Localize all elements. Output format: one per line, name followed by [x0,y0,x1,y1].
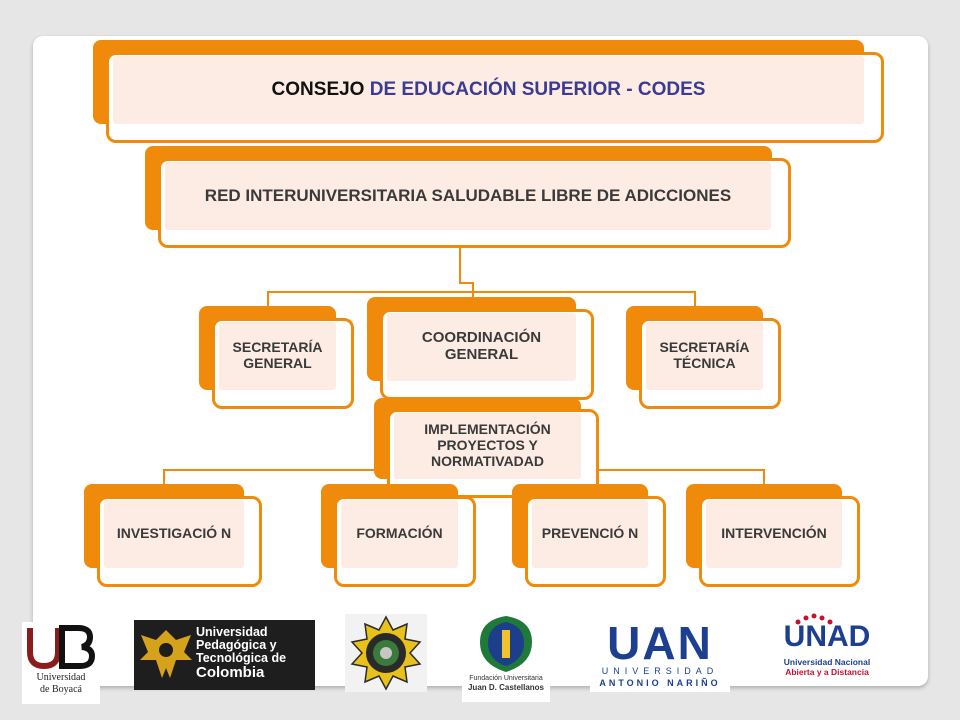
unad-mark: UNAD [783,620,871,653]
connector-sec-tecnica [694,291,696,309]
secretaria-general-label: SECRETARÍA GENERAL [232,339,323,371]
logo-uptc: Universidad Pedagógica y Tecnológica de … [134,620,315,690]
castellanos-shield-icon [480,616,532,672]
intervencion-box: INTERVENCIÓN [686,484,860,587]
coordinacion-general-box: COORDINACIÓN GENERAL [367,297,594,400]
investigacion-box: INVESTIGACIÓ N [84,484,262,587]
uan-line2: ANTONIO NARIÑO [599,678,721,688]
uan-mark: UAN [607,622,713,669]
logo-unad: UNAD Universidad Nacional Abierta y a Di… [778,612,876,684]
boyaca-line1: Universidad [36,672,86,683]
uptc-line4: Colombia [196,664,265,682]
uptc-line1: Universidad [196,625,268,639]
logo-seal [345,614,427,692]
coordinacion-general-label: COORDINACIÓN GENERAL [421,329,542,363]
intervencion-label: INTERVENCIÓN [721,525,827,542]
unad-line1: Universidad Nacional [783,657,871,667]
prevencion-box: PREVENCIÓ N [512,484,666,587]
secretaria-tecnica-box: SECRETARÍA TÉCNICA [626,306,781,409]
implementacion-label: IMPLEMENTACIÓN PROYECTOS Y NORMATIVADAD [424,421,551,469]
castellanos-line1: Fundación Universitaria [469,675,543,682]
castellanos-line2: Juan D. Castellanos [467,683,545,693]
connector-red-down [459,247,461,282]
formacion-label: FORMACIÓN [356,525,443,542]
implementacion-box: IMPLEMENTACIÓN PROYECTOS Y NORMATIVADAD [374,398,599,498]
boyaca-line2: de Boyacá [40,683,82,695]
boyaca-mark-icon [27,625,96,670]
logo-universidad-antonio-narino: UAN UNIVERSIDAD ANTONIO NARIÑO [590,622,730,692]
logo-juan-d-castellanos: Fundación Universitaria Juan D. Castella… [462,612,550,702]
prevencion-label: PREVENCIÓ N [541,525,639,542]
connector-red-tick [459,282,473,284]
connector-intervencion [763,469,765,487]
seal-emblem-icon [350,615,422,691]
connector-investigacion [163,469,165,487]
formacion-box: FORMACIÓN [321,484,476,587]
connector-coordinacion [472,282,474,300]
uptc-eagle-icon [140,630,192,678]
connector-sec-general [267,291,269,309]
red-label: RED INTERUNIVERSITARIA SALUDABLE LIBRE D… [204,186,732,206]
unad-line2: Abierta y a Distancia [785,666,869,677]
connector-level2-horizontal [267,291,696,293]
codes-title: CONSEJO DE EDUCACIÓN SUPERIOR - CODES [271,79,706,101]
uptc-line3: Tecnológica de [196,651,287,666]
secretaria-general-box: SECRETARÍA GENERAL [199,306,354,409]
uan-line1: UNIVERSIDAD [601,666,719,676]
logo-universidad-de-boyaca: Universidad de Boyacá [22,622,100,704]
red-box: RED INTERUNIVERSITARIA SALUDABLE LIBRE D… [145,146,791,248]
uptc-line2: Pedagógica y [196,638,277,653]
codes-box: CONSEJO DE EDUCACIÓN SUPERIOR - CODES [93,40,884,143]
investigacion-label: INVESTIGACIÓ N [116,525,232,542]
unad-dots-icon [795,613,833,625]
secretaria-tecnica-label: SECRETARÍA TÉCNICA [659,339,750,371]
